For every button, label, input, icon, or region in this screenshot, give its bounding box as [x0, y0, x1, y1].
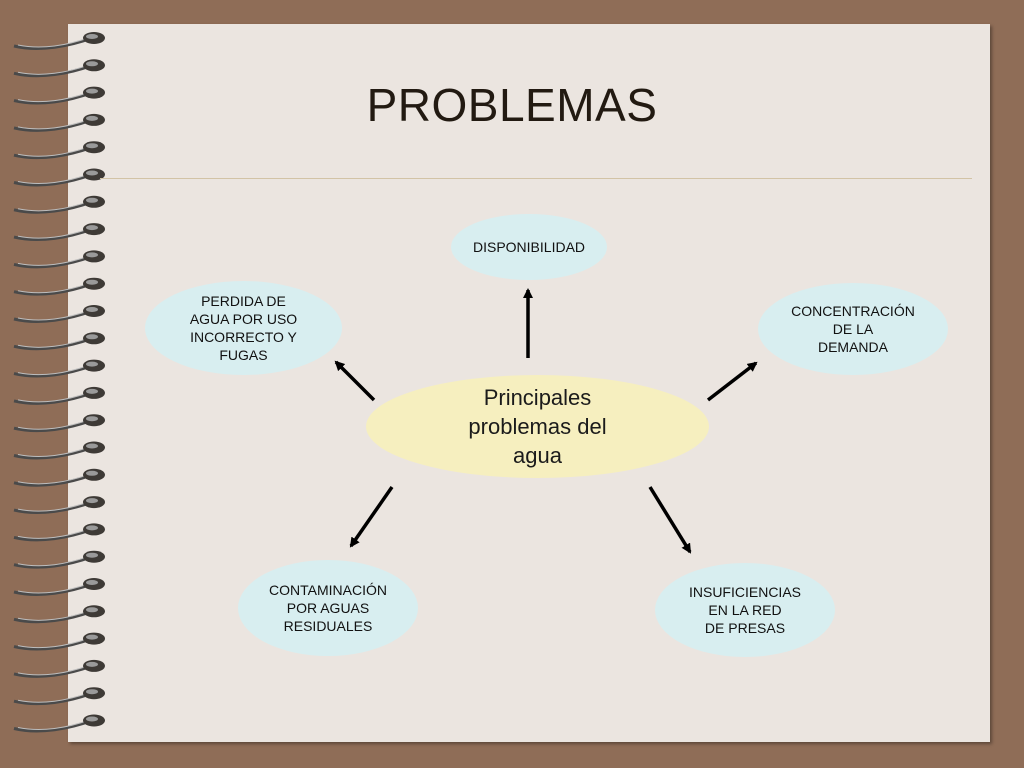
spiral-hole-highlight: [86, 525, 98, 531]
spiral-coil-highlight: [17, 447, 89, 457]
spiral-coil-highlight: [17, 174, 89, 184]
spiral-coil-highlight: [17, 283, 89, 294]
spiral-coil-highlight: [17, 119, 89, 130]
node-center: Principales problemas del agua: [366, 375, 709, 478]
arrow-to-concentracion: [706, 361, 758, 402]
spiral-hole-highlight: [86, 689, 98, 695]
node-insuficiencias: INSUFICIENCIAS EN LA RED DE PRESAS: [655, 563, 835, 657]
spiral-hole-highlight: [86, 252, 98, 258]
spiral-hole-highlight: [86, 279, 98, 285]
spiral-coil-highlight: [17, 310, 89, 321]
spiral-coil-highlight: [17, 201, 89, 212]
spiral-coil-highlight: [17, 255, 89, 266]
spiral-hole-highlight: [86, 88, 98, 94]
spiral-hole-highlight: [86, 307, 98, 312]
spiral-coil-highlight: [17, 419, 89, 430]
spiral-hole-highlight: [86, 470, 98, 476]
spiral-binding-icon: [13, 32, 105, 733]
spiral-coil-highlight: [17, 146, 89, 157]
spiral-hole-highlight: [86, 170, 98, 176]
title-divider: [100, 178, 972, 179]
spiral-hole-highlight: [86, 143, 98, 149]
spiral-hole-highlight: [86, 661, 98, 667]
spiral-hole-highlight: [86, 716, 98, 722]
spiral-hole-highlight: [86, 443, 98, 449]
spiral-hole-highlight: [86, 225, 98, 231]
spiral-hole-highlight: [86, 197, 98, 203]
spiral-coil-highlight: [17, 92, 89, 103]
spiral-coil-highlight: [17, 665, 89, 676]
spiral-coil-highlight: [17, 337, 89, 348]
spiral-coil-highlight: [17, 638, 89, 649]
spiral-coil-highlight: [17, 365, 89, 376]
arrow-to-contaminacion: [349, 486, 394, 548]
spiral-coil-highlight: [17, 37, 89, 48]
spiral-coil-highlight: [17, 692, 89, 703]
spiral-coil-highlight: [17, 64, 89, 75]
spiral-hole-highlight: [86, 388, 98, 394]
spiral-hole-highlight: [86, 552, 98, 558]
node-concentracion: CONCENTRACIÓN DE LA DEMANDA: [758, 283, 948, 375]
spiral-hole-highlight: [86, 580, 98, 585]
spiral-coil-highlight: [17, 501, 89, 512]
spiral-hole-highlight: [86, 34, 98, 39]
spiral-hole-highlight: [86, 607, 98, 613]
spiral-hole-highlight: [86, 634, 98, 640]
spiral-coil-highlight: [17, 474, 89, 485]
spiral-coil-highlight: [17, 392, 89, 403]
arrow-to-perdida: [334, 360, 376, 402]
spiral-hole-highlight: [86, 416, 98, 422]
node-perdida: PERDIDA DE AGUA POR USO INCORRECTO Y FUG…: [145, 281, 342, 375]
spiral-coil-highlight: [17, 228, 89, 239]
node-contaminacion: CONTAMINACIÓN POR AGUAS RESIDUALES: [238, 560, 418, 656]
spiral-hole-highlight: [86, 334, 98, 340]
spiral-hole-highlight: [86, 115, 98, 121]
slide-title: PROBLEMAS: [366, 79, 658, 131]
spiral-coil-highlight: [17, 610, 89, 621]
spiral-coil-highlight: [17, 528, 89, 539]
node-disponibilidad: DISPONIBILIDAD: [451, 214, 607, 280]
arrow-to-insuficiencias: [648, 486, 692, 554]
spiral-coil-highlight: [17, 556, 89, 567]
spiral-hole-highlight: [86, 361, 98, 367]
spiral-coil-highlight: [17, 720, 89, 730]
spiral-coil-highlight: [17, 583, 89, 594]
spiral-hole-highlight: [86, 498, 98, 504]
spiral-hole-highlight: [86, 61, 98, 67]
